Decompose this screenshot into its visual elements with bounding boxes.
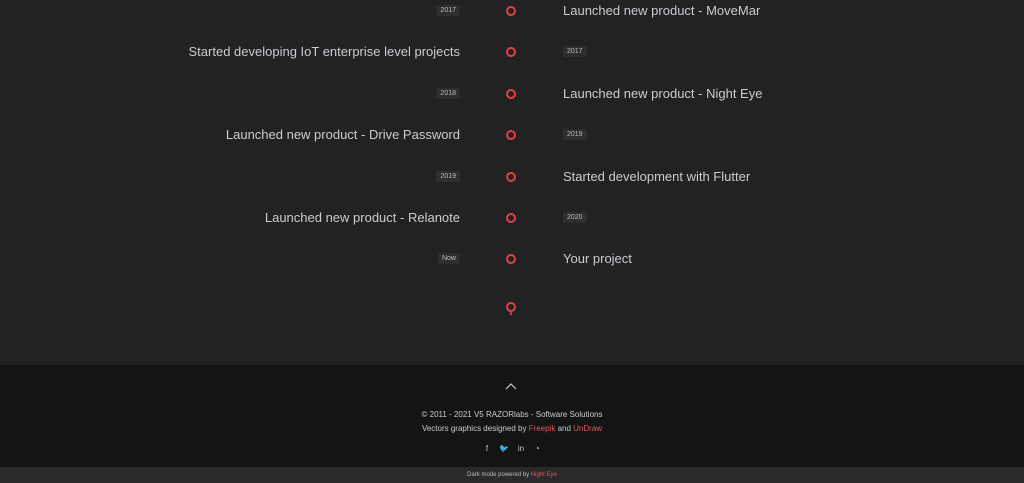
twitter-icon[interactable]: 🐦 xyxy=(499,444,509,453)
timeline-event: Launched new product - Drive Password xyxy=(225,127,460,142)
timeline-event: Your project xyxy=(563,251,632,266)
timeline-end-tail xyxy=(510,312,512,315)
timeline-row: Launched new product - Drive Password 20… xyxy=(0,126,1024,146)
freepik-link[interactable]: Freepik xyxy=(528,424,556,433)
undraw-link[interactable]: UnDraw xyxy=(573,424,603,433)
social-links: f 🐦 in ◔ xyxy=(0,444,1024,453)
timeline-row: 2017 Launched new product - MoveMar xyxy=(0,2,1024,22)
timeline: 2017 Launched new product - MoveMar Star… xyxy=(0,2,1024,315)
timeline-event: Started developing IoT enterprise level … xyxy=(188,44,460,59)
scroll-to-top-icon[interactable] xyxy=(505,382,517,390)
night-eye-link[interactable]: Night Eye xyxy=(530,472,557,478)
year-badge: 2018 xyxy=(436,88,460,99)
year-badge: 2019 xyxy=(436,171,460,182)
year-badge: 2017 xyxy=(563,46,587,57)
timeline-event: Launched new product - Relanote xyxy=(264,210,460,225)
timeline-dot-icon xyxy=(506,6,516,16)
timeline-event: Launched new product - MoveMar xyxy=(563,3,761,18)
timeline-event: Launched new product - Night Eye xyxy=(563,86,763,101)
year-badge: 2020 xyxy=(563,212,587,223)
github-icon[interactable]: ◔ xyxy=(534,444,540,453)
timeline-event: Started development with Flutter xyxy=(563,169,751,184)
vectors-and: and xyxy=(555,424,574,433)
timeline-end-icon xyxy=(506,302,516,312)
year-badge: Now xyxy=(437,253,460,264)
dark-mode-prefix: Dark mode powered by xyxy=(467,472,531,478)
timeline-dot-icon xyxy=(506,172,516,182)
timeline-dot-icon xyxy=(506,89,516,99)
timeline-row: Now Your project xyxy=(0,250,1024,270)
linkedin-icon[interactable]: in xyxy=(517,444,525,453)
footer: © 2011 - 2021 V5 RAZORlabs - Software So… xyxy=(0,365,1024,467)
timeline-row: 2019 Started development with Flutter xyxy=(0,168,1024,188)
timeline-dot-icon xyxy=(506,130,516,140)
year-badge: 2017 xyxy=(436,5,460,16)
copyright-text: © 2011 - 2021 V5 RAZORlabs - Software So… xyxy=(421,410,603,419)
timeline-row: 2018 Launched new product - Night Eye xyxy=(0,85,1024,105)
timeline-dot-icon xyxy=(506,47,516,57)
vectors-credit: Vectors graphics designed by Freepik and… xyxy=(0,424,1024,433)
timeline-dot-icon xyxy=(506,254,516,264)
timeline-row: Started developing IoT enterprise level … xyxy=(0,43,1024,63)
timeline-row: Launched new product - Relanote 2020 xyxy=(0,209,1024,229)
year-badge: 2019 xyxy=(563,129,587,140)
vectors-prefix: Vectors graphics designed by xyxy=(421,424,529,433)
dark-mode-bar: Dark mode powered by Night Eye xyxy=(0,467,1024,483)
timeline-dot-icon xyxy=(506,213,516,223)
facebook-icon[interactable]: f xyxy=(485,444,489,453)
